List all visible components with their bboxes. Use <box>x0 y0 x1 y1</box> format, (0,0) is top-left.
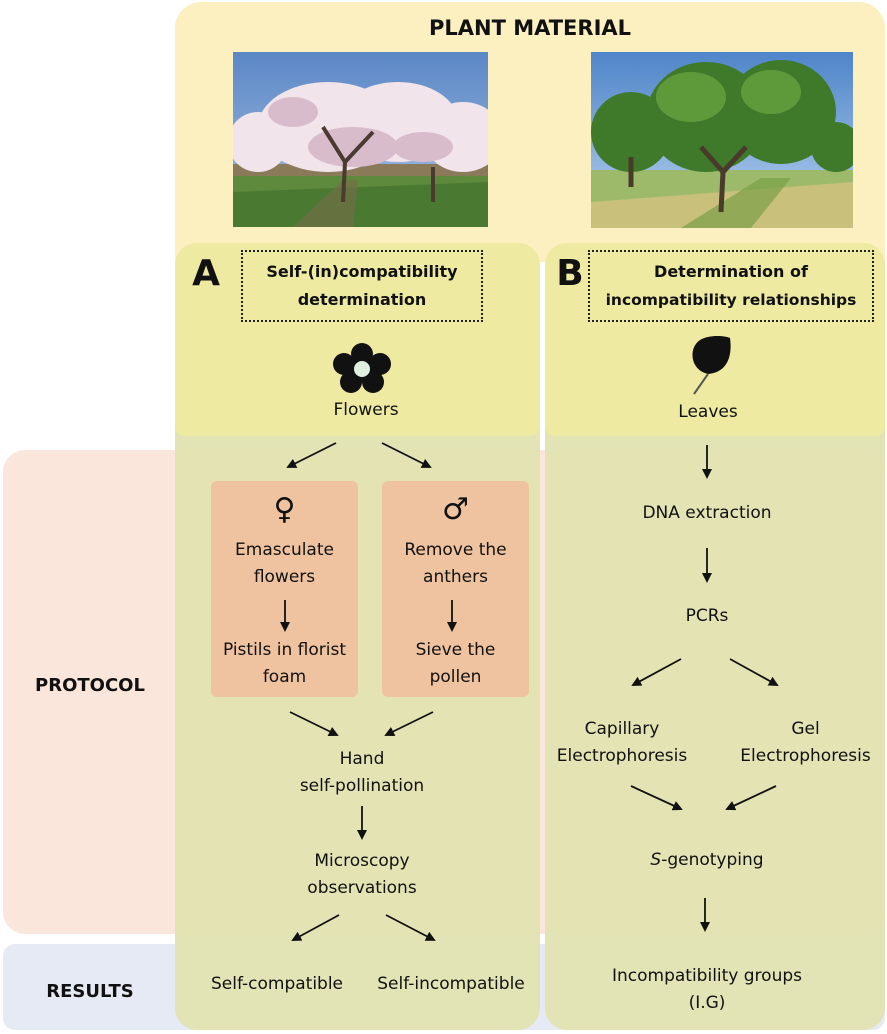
gel-line1: Gel <box>791 719 820 739</box>
flower-icon <box>333 343 391 393</box>
arrow-gel-to-genotyping <box>725 785 777 811</box>
male-branch-box <box>382 481 529 697</box>
arrow-microscopy-to-incompatible <box>385 914 436 941</box>
leaf-icon <box>692 336 731 395</box>
female-step1-line2: flowers <box>253 567 316 587</box>
female-branch-box <box>211 481 358 697</box>
panel-a-header-line1: Self-(in)compatibility <box>266 262 458 281</box>
panel-b-header-line2: incompatibility relationships <box>605 291 857 309</box>
arrow-pcrs-to-capillary <box>631 658 682 686</box>
s-genotyping-rest: -genotyping <box>661 850 764 870</box>
panel-a-header-line2: determination <box>297 290 427 309</box>
s-genotyping-label: S-genotyping <box>614 846 800 874</box>
female-step2-line1: Pistils in florist <box>222 640 347 660</box>
panel-a-top <box>175 243 540 436</box>
pollination-line2: self-pollination <box>299 776 425 796</box>
capillary-line1: Capillary <box>584 719 660 739</box>
incompatibility-groups-line1: Incompatibility groups <box>611 966 802 986</box>
results-row-label: RESULTS <box>46 981 134 1002</box>
blossom-tree-photo <box>233 52 488 227</box>
arrow-female-to-pollination <box>289 711 339 736</box>
gel-line2: Electrophoresis <box>740 746 871 766</box>
incompatibility-groups-line2: (I.G) <box>688 993 726 1013</box>
pcrs-label: PCRs <box>685 606 729 626</box>
arrow-flowers-to-male <box>381 442 432 468</box>
arrow-capillary-to-genotyping <box>630 785 683 811</box>
female-step1-line1: Emasculate <box>235 540 334 560</box>
panel-b-header-line1: Determination of <box>654 262 808 281</box>
result-self-incompatible: Self-incompatible <box>377 974 525 994</box>
leaves-label: Leaves <box>678 402 738 422</box>
male-icon: ♂ <box>442 492 469 527</box>
dna-extraction-label: DNA extraction <box>642 503 772 523</box>
protocol-row-label: PROTOCOL <box>35 675 145 696</box>
capillary-line2: Electrophoresis <box>556 746 688 766</box>
male-step1-line2: anthers <box>423 567 488 587</box>
panel-a-letter: A <box>192 253 220 294</box>
male-step2-line2: pollen <box>429 667 482 687</box>
male-step2-line1: Sieve the <box>415 640 496 660</box>
leafy-tree-photo <box>591 52 853 228</box>
s-genotyping-italic: S <box>650 850 662 870</box>
pollination-line1: Hand <box>339 749 385 769</box>
plant-material-title: PLANT MATERIAL <box>428 16 632 40</box>
microscopy-line2: observations <box>307 878 417 898</box>
arrow-flowers-to-female <box>286 442 337 468</box>
arrow-pcrs-to-gel <box>729 658 779 686</box>
flowers-label: Flowers <box>333 400 399 420</box>
result-self-compatible: Self-compatible <box>210 974 344 994</box>
panel-b-header-box: Determination of incompatibility relatio… <box>588 250 874 322</box>
male-step1-line1: Remove the <box>404 540 507 560</box>
panel-a-header-box: Self-(in)compatibility determination <box>241 250 483 322</box>
female-icon: ♀ <box>273 492 296 527</box>
panel-b-letter: B <box>556 253 584 294</box>
microscopy-line1: Microscopy <box>314 851 410 871</box>
arrow-male-to-pollination <box>384 711 434 736</box>
female-step2-line2: foam <box>262 667 307 687</box>
arrow-microscopy-to-compatible <box>291 914 340 941</box>
